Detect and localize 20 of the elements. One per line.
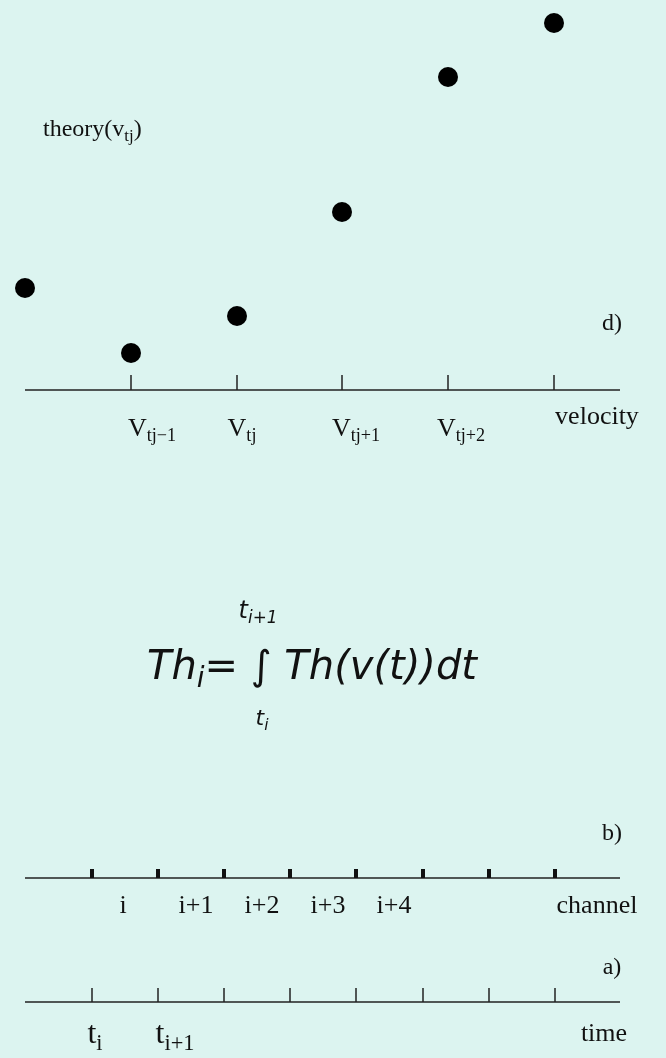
tick-label: i+3 bbox=[310, 890, 346, 920]
tick-label: i bbox=[119, 890, 127, 920]
panel-label: b) bbox=[602, 818, 622, 846]
tick-label: V$_{tj}$ bbox=[227, 413, 257, 443]
tick-label: i+1 bbox=[178, 890, 214, 920]
formula-limit: t$_{i+1}$ bbox=[238, 596, 278, 624]
tick-label: t$_{i}$ bbox=[87, 1015, 103, 1051]
tick-label: V$_{tj+2}$ bbox=[436, 413, 486, 443]
axis-title: channel bbox=[556, 890, 638, 920]
tick-label: V$_{tj+1}$ bbox=[331, 413, 381, 443]
tick-label: V$_{tj−1}$ bbox=[127, 413, 177, 443]
formula: Th$_{i}$= ∫ Th(v(t))dt bbox=[147, 643, 477, 687]
axis-title: time bbox=[580, 1018, 628, 1048]
panel-label: a) bbox=[602, 952, 622, 980]
formula-limit: t$_{i}$ bbox=[255, 705, 269, 731]
tick-label: i+4 bbox=[376, 890, 412, 920]
axis-title: velocity bbox=[555, 401, 639, 431]
tick-label: t$_{i+1}$ bbox=[155, 1015, 195, 1051]
tick-label: i+2 bbox=[244, 890, 280, 920]
panel-label: d) bbox=[602, 308, 622, 336]
